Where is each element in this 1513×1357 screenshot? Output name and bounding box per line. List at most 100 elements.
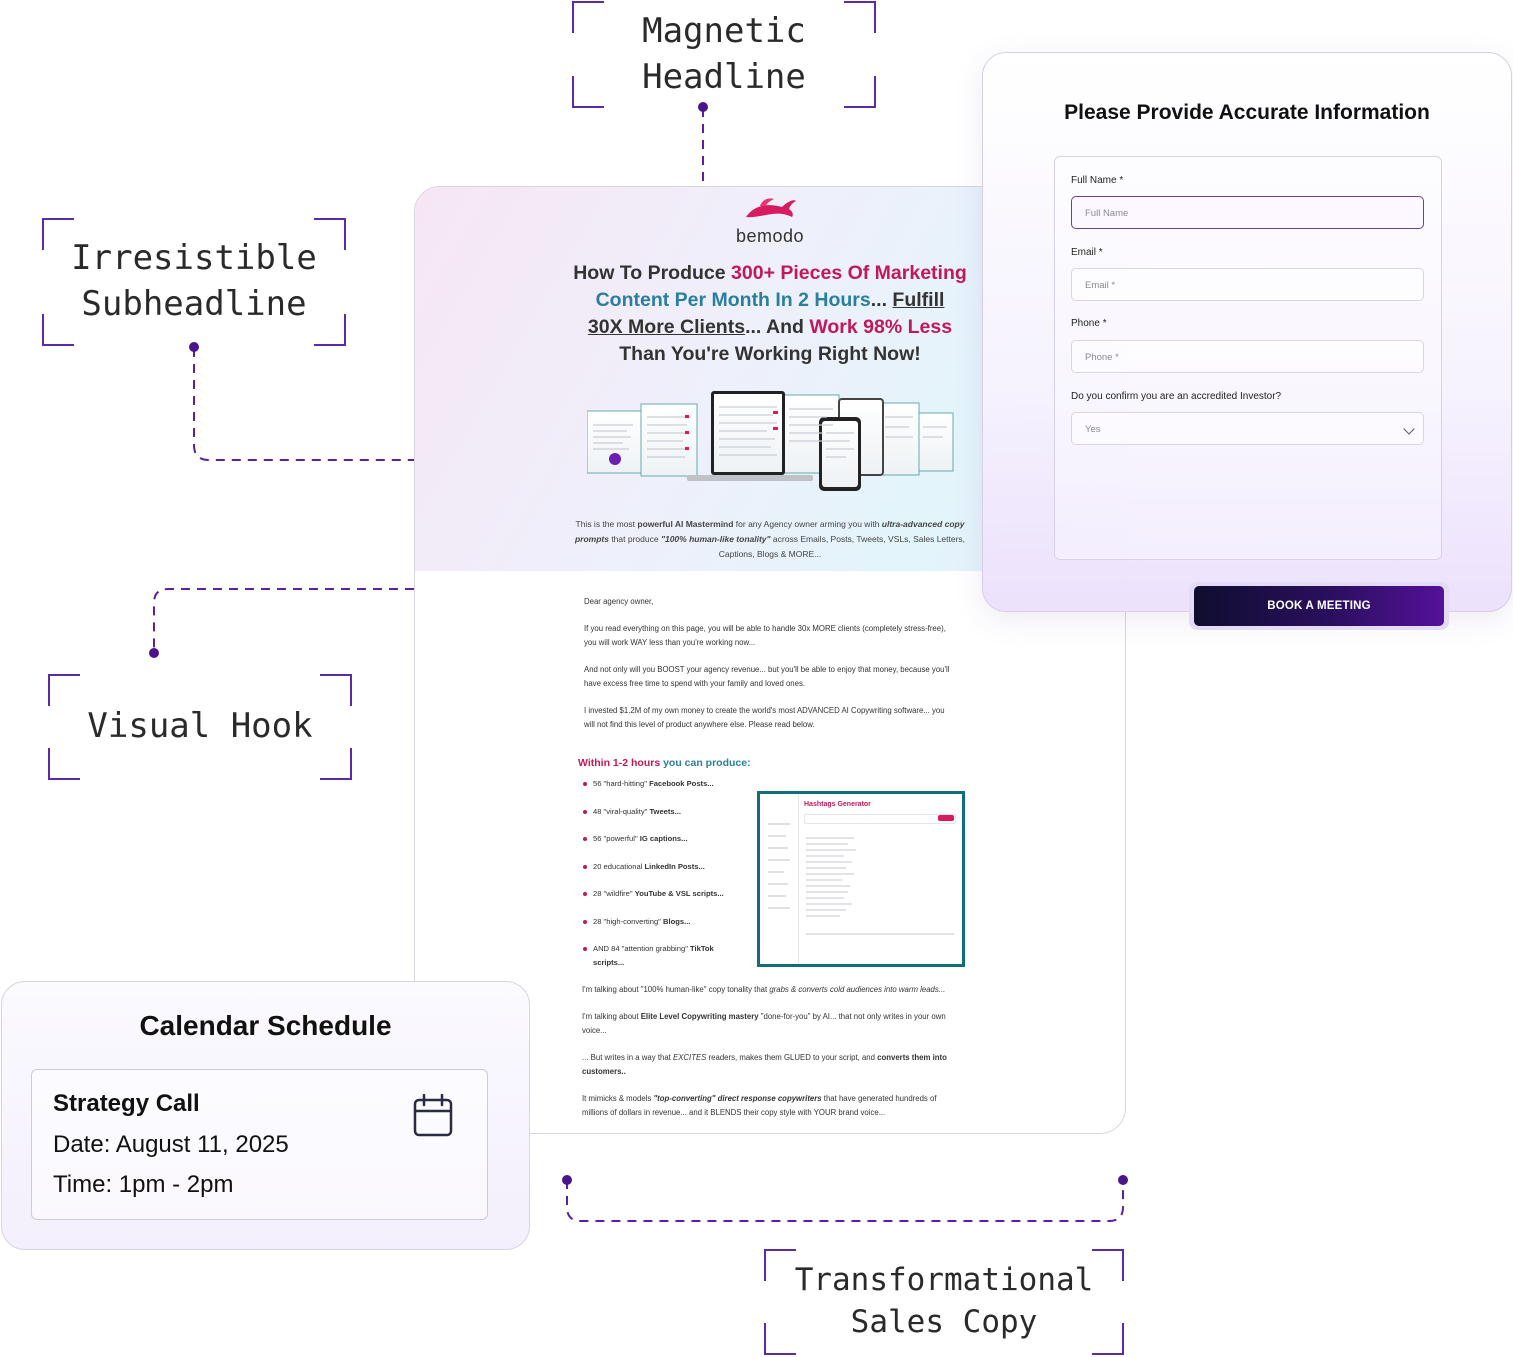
bullet-bold: TikTok scripts... <box>593 944 714 967</box>
bullet-text: 20 educational <box>593 861 645 871</box>
list-item: 20 educational LinkedIn Posts... <box>583 860 743 874</box>
hero-copy-part: across Emails, Posts, Tweets, VSLs, Sale… <box>718 534 966 559</box>
headline-part: Than You're Working Right Now! <box>619 343 921 365</box>
paragraph: If you read everything on this page, you… <box>584 624 946 647</box>
paragraph-part: I'm talking about <box>582 1012 641 1021</box>
list-item: AND 84 "attention grabbing" TikTok scrip… <box>583 942 743 970</box>
product-devices-image <box>587 391 954 491</box>
booking-form: Full Name * Full Name Email * Email * Ph… <box>1054 156 1449 630</box>
bullet-bold: Facebook Posts... <box>649 779 714 788</box>
bullet-text: 28 "high-converting" <box>593 916 663 926</box>
label-line: Sales Copy <box>850 1304 1038 1340</box>
hashtags-title: Hashtags Generator <box>804 801 871 808</box>
label-line: Irresistible <box>71 238 317 279</box>
investor-select[interactable]: Yes <box>1071 412 1424 445</box>
calendar-event[interactable]: Strategy Call Date: August 11, 2025 Time… <box>31 1069 488 1220</box>
paragraph-part: readers, makes them GLUED to your script… <box>706 1053 878 1062</box>
paragraph: I'm talking about "100% human-like" copy… <box>582 983 962 997</box>
deliverables-list: 56 "hard-hitting" Facebook Posts... 48 "… <box>583 777 743 984</box>
list-item: 56 "hard-hitting" Facebook Posts... <box>583 777 743 791</box>
bullet-bold: Tweets... <box>649 806 681 816</box>
bullet-text: 28 "wildfire" <box>593 889 635 898</box>
paragraph-bold: Elite Level Copywriting mastery <box>640 1012 759 1021</box>
hashtags-result-lines <box>806 837 954 935</box>
phone-input[interactable]: Phone * <box>1071 340 1424 373</box>
calendar-icon <box>413 1094 453 1137</box>
label-line: Transformational <box>794 1262 1094 1299</box>
produce-heading-part: Within 1-2 hours <box>578 757 664 769</box>
brand-name: bemodo <box>735 226 805 246</box>
brand-logo: bemodo <box>715 195 825 247</box>
book-meeting-button[interactable]: BOOK A MEETING <box>1194 586 1444 626</box>
headline-highlight: Content Per Month In 2 Hours <box>595 289 871 311</box>
label-line: Magnetic <box>642 10 806 51</box>
bullet-bold: YouTube & VSL scripts... <box>634 889 724 898</box>
hashtags-generator-screenshot: Hashtags Generator <box>757 791 965 967</box>
paragraph: I invested $1.2M of my own money to crea… <box>584 706 945 729</box>
paragraph-emphasis: EXCITES <box>673 1053 707 1062</box>
paragraph: It mimicks & models "top-converting" dir… <box>582 1092 962 1120</box>
hero-copy-emphasis: ultra-advanced copy prompts <box>574 519 965 544</box>
list-item: 28 "high-converting" Blogs... <box>583 915 743 929</box>
form-title: Please Provide Accurate Information <box>1064 101 1430 124</box>
headline-underlined: 30X More Clients <box>587 316 746 338</box>
bullet-bold: Blogs... <box>662 916 691 926</box>
event-name: Strategy Call <box>53 1090 200 1117</box>
sales-letter-body: I'm talking about "100% human-like" copy… <box>582 983 962 1133</box>
calendar-schedule-card: Calendar Schedule Strategy Call Date: Au… <box>1 981 530 1250</box>
paragraph: I'm talking about Elite Level Copywritin… <box>582 1010 962 1038</box>
list-item: 48 "viral-quality" Tweets... <box>583 805 743 819</box>
headline-part: ... And <box>745 316 810 338</box>
paragraph-part: that have generated hundreds of millions… <box>582 1094 937 1117</box>
book-meeting-button-halo: BOOK A MEETING <box>1189 582 1449 630</box>
full-name-label: Full Name * <box>1071 175 1124 186</box>
paragraph-bold: converts them into customers.. <box>582 1053 947 1076</box>
bullet-text: 56 "powerful" <box>593 834 640 843</box>
headline-underlined: Fulfill <box>892 289 945 311</box>
label-line: Headline <box>642 56 806 97</box>
page-headline: How To Produce 300+ Pieces Of Marketing … <box>550 260 990 368</box>
bullet-text: AND 84 "attention grabbing" <box>593 944 690 953</box>
sales-letter-intro: Dear agency owner, If you read everythin… <box>584 595 954 745</box>
email-label: Email * <box>1071 247 1103 258</box>
bullet-text: 48 "viral-quality" <box>593 806 650 816</box>
label-line: Subheadline <box>81 284 307 324</box>
visual-hook-label: Visual Hook <box>48 674 352 780</box>
headline-part: ... <box>870 289 893 311</box>
booking-form-card: Please Provide Accurate Information Full… <box>982 52 1512 630</box>
bullet-bold: IG captions... <box>639 834 688 843</box>
sidebar-menu-lines <box>768 823 790 909</box>
paragraph-part: It mimicks & models <box>582 1094 654 1103</box>
event-time: Time: 1pm - 2pm <box>53 1171 234 1198</box>
headline-highlight: Work 98% Less <box>809 316 953 338</box>
full-name-input[interactable]: Full Name <box>1071 196 1424 229</box>
chevron-down-icon <box>1403 423 1415 435</box>
app-sidebar <box>760 794 799 964</box>
list-item: 56 "powerful" IG captions... <box>583 832 743 846</box>
hero-copy-part: This is the most <box>575 519 638 529</box>
phone-label: Phone * <box>1071 318 1107 329</box>
paragraph: And not only will you BOOST your agency … <box>584 665 950 688</box>
bullet-bold: LinkedIn Posts... <box>644 861 705 871</box>
investor-selected-value: Yes <box>1085 424 1101 435</box>
hero-subheadline: This is the most powerful AI Mastermind … <box>565 517 975 562</box>
produce-heading: Within 1-2 hours you can produce: <box>578 757 751 769</box>
hero-copy-bold: powerful AI Mastermind <box>637 519 734 529</box>
event-date: Date: August 11, 2025 <box>53 1131 289 1158</box>
email-input[interactable]: Email * <box>1071 268 1424 301</box>
hero-copy-emphasis: "100% human-like tonality" <box>660 534 771 544</box>
headline-highlight: 300+ Pieces Of Marketing <box>731 262 967 284</box>
hashtags-input <box>804 814 956 824</box>
paragraph-emphasis: "top-converting" direct response copywri… <box>653 1094 822 1103</box>
calendar-title: Calendar Schedule <box>139 1010 392 1041</box>
list-item: 28 "wildfire" YouTube & VSL scripts... <box>583 887 743 901</box>
hero-copy-part: that produce <box>608 534 661 544</box>
greeting: Dear agency owner, <box>584 597 654 606</box>
hashtags-generate-button <box>938 815 954 821</box>
paragraph-part: "done-for-you" by AI... that not only wr… <box>582 1012 946 1035</box>
hero-copy-part: for any Agency owner arming you with <box>733 519 882 529</box>
produce-heading-part: you can produce: <box>663 757 751 769</box>
label-line: Visual Hook <box>87 706 313 747</box>
